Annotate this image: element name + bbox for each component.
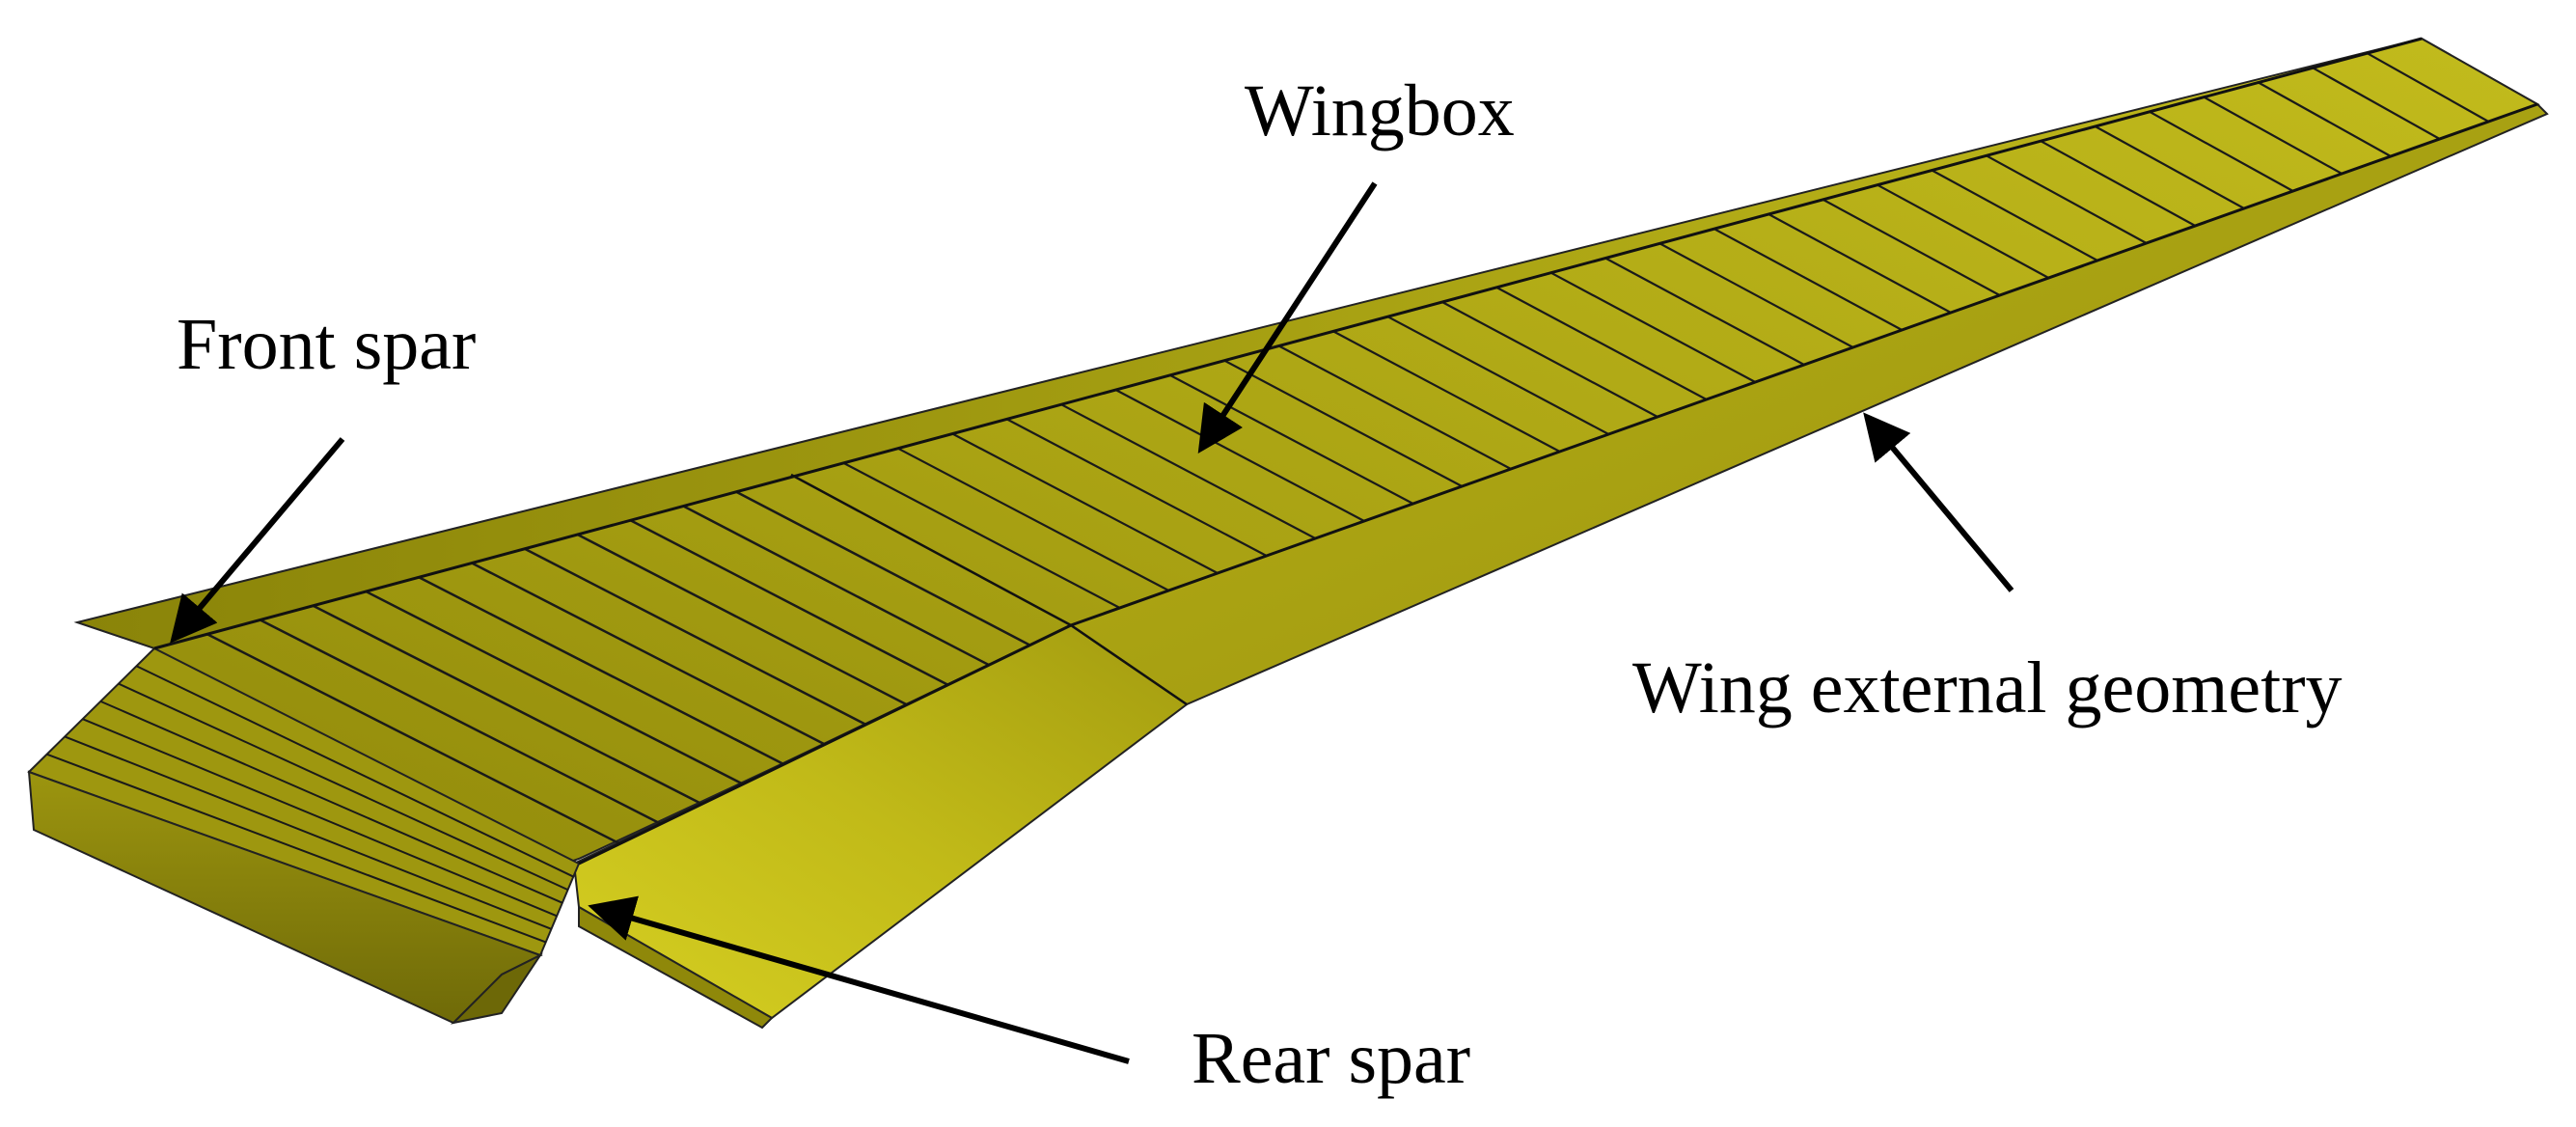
front-spar-line <box>153 37 2423 650</box>
rib-line <box>2312 67 2441 140</box>
rib-line <box>1278 344 1512 470</box>
rib-line <box>2203 96 2343 175</box>
front-spar-arrow <box>170 437 345 644</box>
wingbox-arrow <box>1197 181 1378 454</box>
rib-line <box>64 735 552 930</box>
rib-line <box>1658 242 1854 348</box>
rib-line <box>118 682 568 892</box>
rib-line <box>1114 389 1365 522</box>
rear-spar-label: Rear spar <box>1192 1018 1470 1099</box>
rib-line <box>1822 198 2001 296</box>
rib-line <box>1931 169 2098 261</box>
rib-line <box>1713 228 1903 331</box>
rib-line <box>46 753 547 944</box>
rib-line <box>1332 330 1561 453</box>
wingbox-label: Wingbox <box>1245 70 1515 151</box>
rib-line <box>206 633 621 845</box>
rib-line <box>1604 257 1805 366</box>
rib-line <box>735 490 1031 646</box>
wing-external-geometry-arrow <box>1863 412 2014 592</box>
rib-line <box>1006 418 1268 557</box>
rib-line <box>135 665 574 878</box>
rib-line <box>1386 316 1609 435</box>
rib-line <box>524 547 867 727</box>
rib-line <box>1986 154 2148 244</box>
rib-line <box>1441 301 1658 418</box>
rib-line <box>1495 286 1708 400</box>
rib-line <box>1223 359 1463 487</box>
kink-line <box>790 473 1188 706</box>
front-spar-label: Front spar <box>177 304 476 385</box>
rib-line <box>1060 403 1316 539</box>
rib-line <box>2149 110 2294 192</box>
rib-line <box>1877 183 2049 279</box>
rib-line <box>260 618 662 825</box>
rib-line <box>365 590 744 785</box>
rib-line <box>682 505 990 667</box>
rib-line <box>897 447 1169 591</box>
rib-line <box>951 432 1219 574</box>
rib-line <box>312 604 703 806</box>
rib-line <box>2258 81 2392 157</box>
wing-external-geometry-shape <box>73 37 2549 1030</box>
rib-line <box>577 533 908 706</box>
wingbox-root <box>27 646 581 1025</box>
rib-line <box>1550 271 1756 383</box>
wingbox-root-end <box>450 952 543 1025</box>
rib-line <box>2095 125 2245 209</box>
wingbox-ribs <box>46 52 2489 944</box>
rib-line <box>842 461 1121 609</box>
rear-spar-arrow <box>588 895 1130 1064</box>
wing-external-geometry-label: Wing external geometry <box>1632 647 2343 728</box>
rib-line <box>471 562 826 746</box>
rib-line <box>2040 140 2196 227</box>
rib-line <box>1169 373 1414 505</box>
rib-line <box>1768 213 1952 314</box>
rib-line <box>99 700 563 904</box>
rib-line <box>418 576 785 766</box>
rib-line <box>2367 52 2489 123</box>
rib-line <box>629 519 949 686</box>
rib-line <box>82 718 558 918</box>
